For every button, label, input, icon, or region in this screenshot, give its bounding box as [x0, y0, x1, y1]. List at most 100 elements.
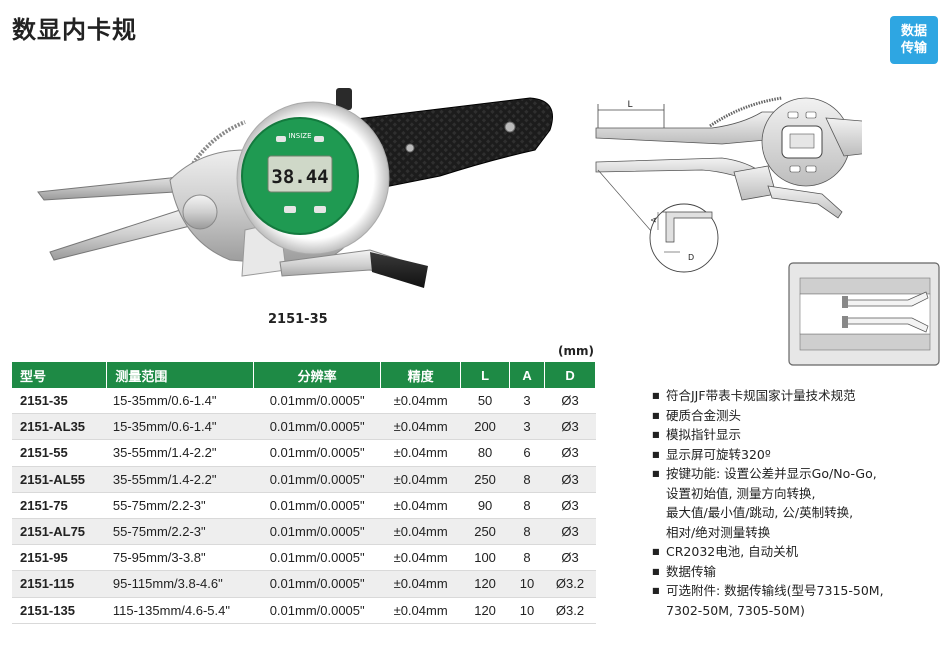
cell-a: 3 [509, 413, 545, 441]
cell-d: Ø3 [544, 413, 596, 441]
feature-item: 数据传输 [652, 562, 942, 582]
unit-label: (mm) [558, 344, 594, 358]
cell-range: 75-95mm/3-3.8" [106, 544, 254, 572]
feature-line: 按键功能: 设置公差并显示Go/No-Go, [666, 466, 877, 481]
header-d: D [544, 362, 596, 388]
cell-accuracy: ±0.04mm [380, 388, 461, 415]
feature-item: 硬质合金测头 [652, 406, 942, 426]
cell-model: 2151-135 [12, 597, 107, 624]
spring [709, 96, 783, 128]
header-resolution: 分辨率 [253, 362, 382, 388]
cell-accuracy: ±0.04mm [380, 466, 461, 493]
cell-a: 10 [509, 597, 545, 624]
cell-resolution: 0.01mm/0.0005" [253, 439, 381, 467]
lower-lever-tip [370, 252, 428, 288]
cell-accuracy: ±0.04mm [380, 518, 461, 546]
cell-model: 2151-115 [12, 570, 107, 598]
feature-item: 模拟指针显示 [652, 425, 942, 445]
feature-line: CR2032电池, 自动关机 [666, 544, 799, 559]
cell-resolution: 0.01mm/0.0005" [253, 492, 381, 519]
cell-a: 8 [509, 518, 545, 546]
cell-accuracy: ±0.04mm [380, 597, 461, 624]
cell-model: 2151-AL75 [12, 518, 107, 546]
feature-item: CR2032电池, 自动关机 [652, 542, 942, 562]
spring [178, 120, 246, 189]
cell-l: 100 [460, 544, 510, 572]
cell-d: Ø3 [544, 466, 596, 493]
feature-line: 符合JJF带表卡规国家计量技术规范 [666, 388, 856, 403]
cell-l: 80 [460, 439, 510, 467]
cell-model: 2151-75 [12, 492, 107, 519]
cell-l: 120 [460, 570, 510, 598]
cell-range: 115-135mm/4.6-5.4" [106, 597, 254, 624]
cell-range: 55-75mm/2.2-3" [106, 492, 254, 519]
pivot-knob [182, 194, 218, 230]
cell-model: 2151-55 [12, 439, 107, 467]
lever-arm [767, 185, 843, 219]
cell-resolution: 0.01mm/0.0005" [253, 597, 381, 624]
cell-accuracy: ±0.04mm [380, 413, 461, 441]
cell-a: 8 [509, 544, 545, 572]
feature-item: 显示屏可旋转320º [652, 445, 942, 465]
feature-item: 按键功能: 设置公差并显示Go/No-Go, 设置初始值, 测量方向转换, 最大值/… [652, 464, 942, 542]
cell-model: 2151-AL55 [12, 466, 107, 493]
cell-resolution: 0.01mm/0.0005" [253, 518, 381, 546]
handle-screw-2 [405, 143, 415, 153]
cell-d: Ø3.2 [544, 570, 596, 598]
cell-d: Ø3 [544, 518, 596, 546]
feature-line: 相对/绝对测量转换 [666, 524, 771, 540]
cell-l: 120 [460, 597, 510, 624]
handle-grip [347, 97, 553, 191]
cell-d: Ø3.2 [544, 597, 596, 624]
page-title: 数显内卡规 [12, 16, 137, 44]
cell-a: 10 [509, 570, 545, 598]
cell-range: 95-115mm/3.8-4.6" [106, 570, 254, 598]
cell-model: 2151-95 [12, 544, 107, 572]
data-transfer-badge: 数据 传输 [890, 16, 938, 64]
cell-resolution: 0.01mm/0.0005" [253, 466, 381, 493]
cell-a: 8 [509, 492, 545, 519]
header-a: A [509, 362, 546, 388]
badge-line-2: 传输 [900, 41, 927, 56]
feature-item: 可选附件: 数据传输线(型号7315-50M,7302-50M, 7305-50… [652, 581, 942, 620]
feature-line: 硬质合金测头 [666, 407, 742, 423]
cell-l: 250 [460, 518, 510, 546]
handle-screw [504, 121, 516, 133]
cell-resolution: 0.01mm/0.0005" [253, 388, 381, 415]
label-d: D [688, 253, 694, 262]
header-range: 测量范围 [106, 362, 255, 388]
cell-range: 15-35mm/0.6-1.4" [106, 413, 254, 441]
handle [825, 117, 862, 157]
feature-line: 设置初始值, 测量方向转换, [666, 485, 816, 501]
feature-line: 数据传输 [666, 563, 717, 579]
feature-line: 模拟指针显示 [666, 427, 742, 442]
cell-a: 8 [509, 466, 545, 493]
label-a: A [650, 217, 658, 222]
header-model: 型号 [12, 362, 108, 388]
application-inset [788, 262, 940, 366]
upper-arm [595, 111, 789, 145]
feature-list: 符合JJF带表卡规国家计量技术规范硬质合金测头模拟指针显示显示屏可旋转320º按… [652, 386, 942, 620]
cell-accuracy: ±0.04mm [380, 570, 461, 598]
lever [733, 165, 777, 201]
cell-l: 90 [460, 492, 510, 519]
cell-l: 200 [460, 413, 510, 441]
schematic-diagram: L A D [595, 96, 862, 273]
feature-line: 最大值/最小值/跳动, 公/英制转换, [666, 505, 854, 520]
cell-range: 35-55mm/1.4-2.2" [106, 466, 254, 493]
product-photo: 38.44 INSIZE [37, 88, 553, 288]
cell-model: 2151-35 [12, 388, 107, 415]
cell-accuracy: ±0.04mm [380, 544, 461, 572]
dial-button-4 [314, 206, 326, 213]
cell-l: 50 [460, 388, 510, 415]
cell-resolution: 0.01mm/0.0005" [253, 570, 381, 598]
cell-range: 15-35mm/0.6-1.4" [106, 388, 254, 415]
